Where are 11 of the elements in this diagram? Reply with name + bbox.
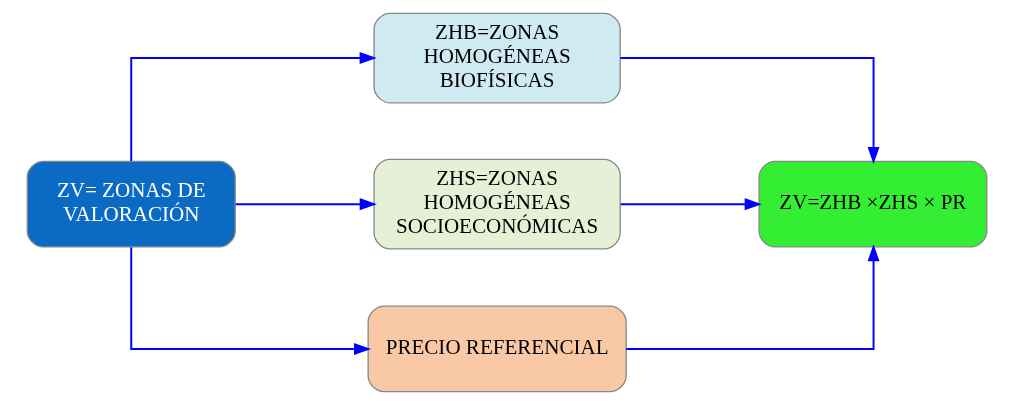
node-box: ZHS=ZONAS HOMOGÉNEAS SOCIOECONÓMICAS <box>372 158 621 250</box>
arrow <box>129 246 371 355</box>
node-box: PRECIO REFERENCIAL <box>367 305 627 393</box>
arrow <box>624 244 880 350</box>
arrow <box>619 198 762 211</box>
node-box: ZV= ZONAS DE VALORACIÓN <box>26 160 236 248</box>
arrow <box>234 198 377 211</box>
node-box: ZV=ZHB ×ZHS × PR <box>757 160 987 248</box>
node-box: ZHB=ZONAS HOMOGÉNEAS BIOFÍSICAS <box>372 12 621 104</box>
arrow <box>129 52 377 163</box>
arrow <box>618 57 880 165</box>
